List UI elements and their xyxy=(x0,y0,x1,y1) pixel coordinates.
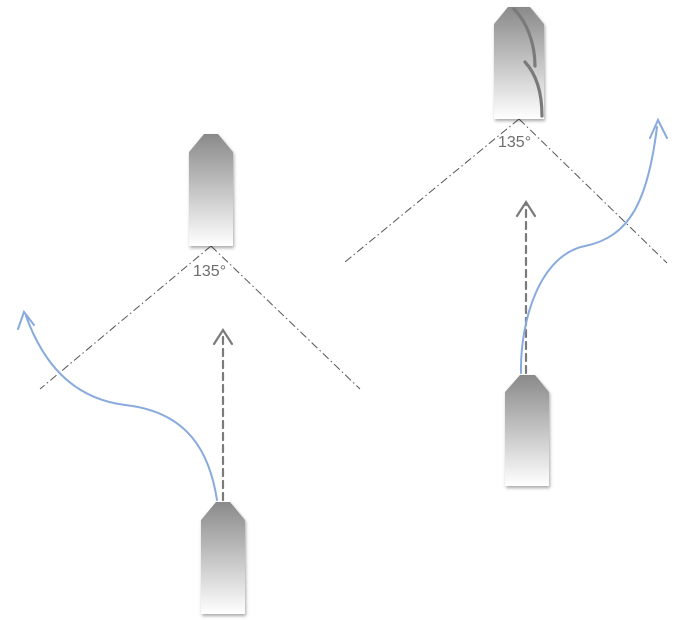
stern-sector-lines-right xyxy=(344,118,668,264)
overtaking-course-left xyxy=(17,309,218,501)
sector-angle-label-right: 135° xyxy=(498,134,531,151)
stern-light-arcs-right xyxy=(512,7,544,118)
vessel-ahead-right xyxy=(494,7,544,119)
heading-arrow-right xyxy=(515,199,537,375)
scene-left: 135° xyxy=(17,134,361,614)
vessel-ahead-left xyxy=(189,134,233,246)
sector-line-port-left xyxy=(39,245,212,390)
stern-sector-lines-left xyxy=(39,245,361,390)
sector-line-starboard-left xyxy=(210,245,361,390)
sector-angle-label-left: 135° xyxy=(193,263,226,280)
sector-line-port-right xyxy=(344,118,520,263)
overtaking-course-right xyxy=(519,117,668,374)
vessel-overtaking-left xyxy=(201,502,245,614)
heading-arrow-left xyxy=(212,327,234,502)
vessel-overtaking-right xyxy=(505,375,549,486)
sector-line-starboard-right xyxy=(518,118,668,264)
scene-right: 135° xyxy=(344,7,668,486)
